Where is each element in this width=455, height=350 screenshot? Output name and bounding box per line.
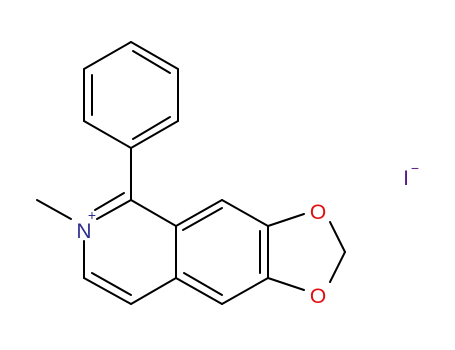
c8a-c1-bond: [130, 199, 177, 227]
nitrogen-atom-label: N: [76, 220, 91, 243]
phenyl-bond-6: [83, 41, 132, 70]
nitrogen-charge-label: +: [88, 207, 96, 223]
c1-n-bond: [96, 199, 132, 220]
c6-c5-bond: [221, 277, 269, 305]
n-methyl-bond: [36, 199, 72, 220]
oxygen-top-atom-label: O: [310, 201, 326, 224]
c8a-c8-bond: [175, 199, 223, 227]
c7-o-top-bond: [267, 213, 305, 227]
phenyl-bond-4: [83, 120, 132, 149]
c5-c4a-double: [183, 272, 223, 296]
phenyl-double-2: [132, 116, 171, 140]
oxygen-bottom-atom-label: O: [310, 285, 326, 308]
phenyl-bond-1: [130, 41, 179, 70]
c1-n-double: [94, 192, 125, 211]
phenyl-bond-3: [130, 120, 179, 149]
iodide-ion-label: I: [403, 167, 409, 190]
iodide-charge-label: −: [411, 160, 419, 176]
bonds: [36, 41, 346, 305]
c3-c4-double: [91, 272, 132, 296]
c3-c4-bond: [83, 277, 132, 305]
c5-c4a-bond: [175, 277, 223, 305]
c4-c4a-bond: [130, 277, 177, 305]
o-top-ch2-bond: [329, 221, 346, 253]
c6-o-bottom-bond: [267, 277, 305, 291]
c8-c7-bond: [221, 199, 269, 227]
phenyl-double-1: [132, 50, 171, 74]
c8a-c8-double: [182, 207, 223, 231]
o-bottom-ch2-bond: [329, 251, 346, 283]
